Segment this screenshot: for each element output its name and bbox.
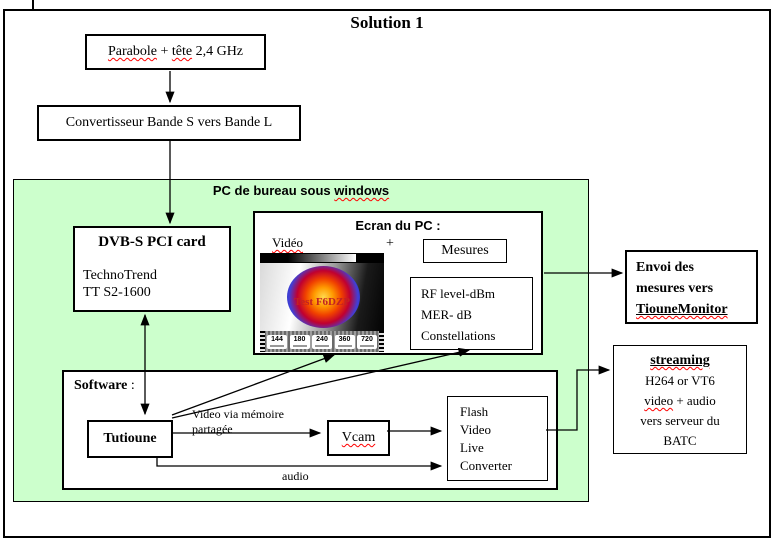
mesures-box: Mesures	[423, 239, 507, 263]
rf-measures-box: RF level-dBm MER- dB Constellations	[410, 277, 533, 350]
pc-screen-box: Ecran du PC : Vidéo + Mesures RF level-d…	[253, 211, 543, 355]
size-chip: 240	[312, 335, 332, 349]
software-panel: Software : Tutioune Vcam Flash Video Liv…	[62, 370, 558, 490]
rf-level-line: RF level-dBm	[421, 286, 496, 301]
video-test-pattern-image: Test F6DZP 144 180 240 360 720	[260, 253, 384, 352]
frame-edge-tick	[32, 0, 34, 11]
size-chip: 144	[267, 335, 287, 349]
filmstrip-size-bar: 144 180 240 360 720	[260, 331, 384, 352]
screen-title: Ecran du PC :	[355, 218, 441, 233]
streaming-line3: vers serveur du	[640, 413, 720, 428]
streaming-title: streaming	[650, 353, 710, 368]
envoi-line3: TiouneMonitor	[636, 302, 728, 317]
filmstrip-sprocket-left	[260, 331, 265, 352]
mer-line: MER- dB	[421, 307, 472, 322]
antenna-label: Parabole + tête 2,4 GHz	[107, 44, 244, 59]
flash-video-live-converter-box: Flash Video Live Converter	[447, 396, 548, 481]
test-pattern-caption: Test F6DZP	[293, 296, 351, 308]
diagram-title: Solution 1	[350, 13, 424, 32]
pc-panel-label: PC de bureau sous windows	[212, 183, 390, 198]
software-title: Software :	[74, 378, 135, 393]
constellations-line: Constellations	[421, 328, 496, 343]
shared-memory-arrow-label: Video via mémoire partagée	[192, 407, 284, 436]
streaming-line1: H264 or VT6	[645, 373, 715, 388]
envoi-mesures-box: Envoi des mesures vers TiouneMonitor	[625, 250, 758, 324]
size-chip: 180	[289, 335, 310, 349]
dvbs-card-box: DVB-S PCI card TechnoTrend TT S2-1600	[73, 226, 231, 312]
size-chip: 360	[334, 335, 355, 349]
plus-sign: +	[386, 236, 394, 251]
video-label: Vidéo	[272, 235, 303, 250]
audio-arrow-label: audio	[282, 469, 309, 483]
filmstrip-sprocket-right	[379, 331, 384, 352]
size-chips: 144 180 240 360 720	[267, 335, 377, 349]
envoi-line1: Envoi des	[636, 260, 694, 275]
vcam-box: Vcam	[327, 420, 390, 456]
streaming-line4: BATC	[663, 433, 697, 448]
streaming-box: streaming H264 or VT6 video + audio vers…	[613, 345, 747, 454]
test-pattern-circle	[287, 266, 360, 328]
converter-label: Convertisseur Bande S vers Bande L	[65, 115, 273, 130]
dvbs-title: DVB-S PCI card	[98, 234, 206, 250]
streaming-line2: video + audio	[644, 393, 716, 408]
antenna-box: Parabole + tête 2,4 GHz	[85, 34, 266, 70]
dvbs-details: TechnoTrend TT S2-1600	[75, 267, 229, 301]
envoi-line2: mesures vers	[636, 281, 714, 296]
converter-box: Convertisseur Bande S vers Bande L	[37, 105, 301, 141]
dvbs-brand: TechnoTrend	[83, 268, 157, 283]
size-chip: 720	[357, 335, 377, 349]
tutioune-box: Tutioune	[87, 420, 173, 458]
grayscale-gradient-bar	[288, 254, 356, 262]
dvbs-model: TT S2-1600	[83, 285, 151, 300]
